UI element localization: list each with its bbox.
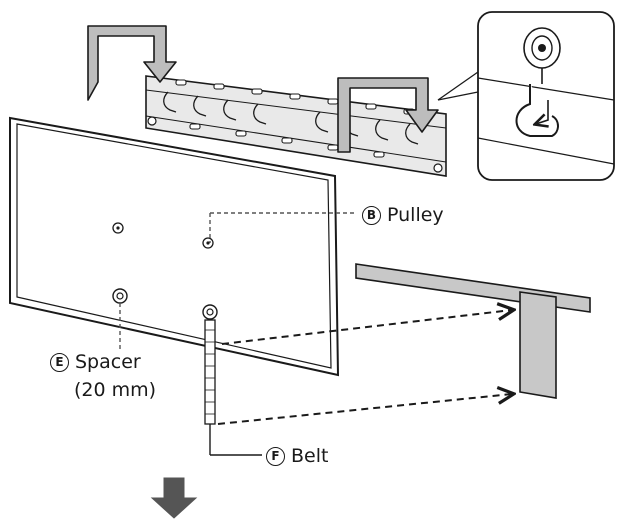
pulley-letter: B xyxy=(362,205,381,225)
pulley-label: B Pulley xyxy=(362,203,444,227)
pulley-detail-callout xyxy=(437,11,615,181)
tv-panel xyxy=(9,116,340,377)
hook-arrow-right xyxy=(337,77,439,153)
belt-label: F Belt xyxy=(266,444,328,468)
spacer-label: E Spacer xyxy=(50,350,141,374)
pulley-text: Pulley xyxy=(387,204,444,226)
screw-hole-top-left xyxy=(112,222,124,234)
table-shelf xyxy=(355,263,591,399)
hook-arrow-left xyxy=(87,25,177,101)
panel-screw-holes xyxy=(112,222,214,249)
dashed-arrow-upper xyxy=(221,310,512,345)
pulley-wheel-detail xyxy=(523,27,561,84)
belt-text: Belt xyxy=(291,445,329,467)
dashed-arrow-lower xyxy=(217,394,512,425)
spacer-text: Spacer xyxy=(75,351,141,373)
insert-arrow-detail xyxy=(536,100,548,124)
spacer-subtext: (20 mm) xyxy=(74,379,157,401)
spacer-part xyxy=(112,288,128,304)
belt-part xyxy=(202,304,218,425)
spacer-letter: E xyxy=(50,352,69,372)
screw-hole-top-right xyxy=(202,237,214,249)
wall-bracket xyxy=(145,75,447,177)
next-step-down-arrow xyxy=(150,477,198,519)
belt-letter: F xyxy=(266,446,285,466)
